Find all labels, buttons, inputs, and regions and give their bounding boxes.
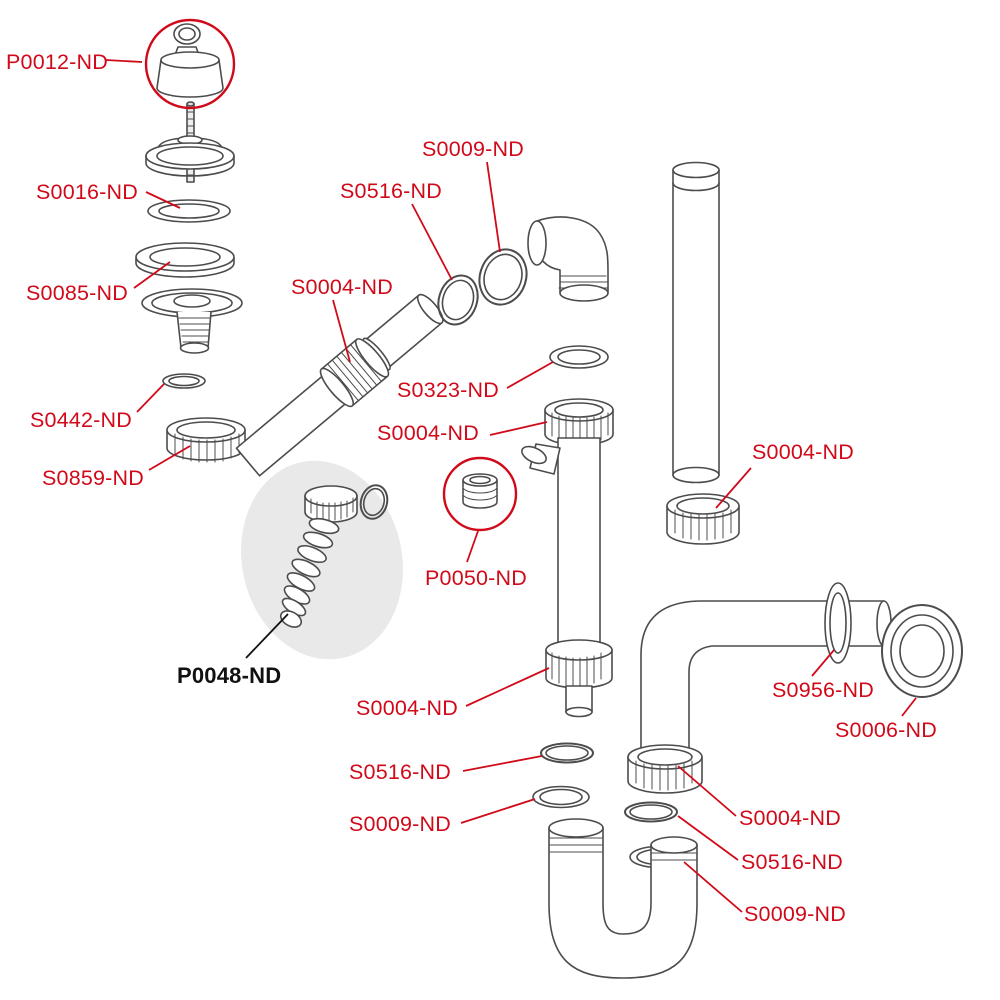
- nut-s0004-standpipe-top: [544, 398, 614, 446]
- part-label-s0009-nd-2: S0009-ND: [349, 812, 451, 836]
- highlight-circle-p0012: [144, 18, 236, 110]
- leader-s0009-right: [683, 861, 743, 913]
- o-ring-s0516-right: [624, 801, 678, 823]
- part-label-s0004-nd-1: S0004-ND: [291, 275, 393, 299]
- part-label-p0012-nd: P0012-ND: [6, 50, 108, 74]
- flexi-elbow-nut: [304, 485, 358, 523]
- flexi-elbow-p0048: [279, 484, 389, 628]
- leader-s0004-wall-elbow: [677, 765, 737, 817]
- nut-s0859: [166, 417, 246, 463]
- ring-s0442: [162, 373, 206, 389]
- o-ring-s0516-top: [437, 274, 479, 326]
- part-label-p0050-nd: P0050-ND: [425, 566, 527, 590]
- corrugated-hose: [279, 517, 340, 628]
- leader-s0085: [133, 261, 171, 289]
- ring-s0009-top: [478, 248, 528, 306]
- leader-s0323: [506, 361, 554, 389]
- part-label-s0004-nd-4: S0004-ND: [356, 696, 458, 720]
- elbow-connector: [527, 216, 609, 302]
- u-bend-trap: [548, 818, 698, 979]
- part-label-s0516-nd-2: S0516-ND: [349, 760, 451, 784]
- leader-s0956: [811, 649, 835, 677]
- leader-s0004-inlet: [332, 299, 351, 363]
- part-label-s0859-nd: S0859-ND: [42, 466, 144, 490]
- part-label-s0016-nd: S0016-ND: [36, 180, 138, 204]
- rosette-s0006: [881, 604, 963, 698]
- leader-p0050: [466, 530, 479, 563]
- sink-plug: [156, 23, 224, 98]
- part-label-s0004-nd-3: S0004-ND: [752, 440, 854, 464]
- leader-p0048: [245, 613, 289, 659]
- connector-p0050: [462, 473, 498, 509]
- ring-s0009-mid: [532, 785, 590, 809]
- standpipe: [521, 398, 614, 718]
- drain-body: [141, 288, 243, 354]
- leader-s0009-mid: [460, 798, 536, 824]
- part-label-s0004-nd-5: S0004-ND: [739, 806, 841, 830]
- ring-s0323: [549, 345, 609, 369]
- nut-s0004-tall-tube: [666, 493, 740, 545]
- leader-s0004-standpipe-bottom: [465, 667, 550, 707]
- standpipe-side-port: [521, 443, 561, 475]
- leader-s0516-mid: [462, 755, 543, 772]
- leader-s0859: [148, 445, 191, 471]
- part-label-s0956-nd: S0956-ND: [772, 678, 874, 702]
- nut-s0004-wall-elbow: [627, 744, 703, 794]
- washer-s0016: [147, 199, 231, 223]
- part-label-s0004-nd-2: S0004-ND: [377, 421, 479, 445]
- part-label-s0442-nd: S0442-ND: [30, 408, 132, 432]
- leader-s0016: [145, 191, 181, 209]
- inlet-pipe: [235, 293, 444, 477]
- o-ring-s0516-mid: [540, 742, 594, 764]
- strainer-flange: [145, 135, 235, 177]
- leader-s0004-standpipe-top: [489, 421, 548, 436]
- part-label-s0323-nd: S0323-ND: [397, 378, 499, 402]
- flange-s0956: [824, 582, 852, 664]
- tall-tube: [672, 161, 720, 484]
- leader-s0006: [901, 697, 917, 717]
- highlight-circle-p0050: [442, 456, 518, 532]
- part-label-s0009-nd-1: S0009-ND: [422, 137, 524, 161]
- nut-s0004-inlet-pipe: [319, 338, 390, 408]
- part-label-s0516-nd-3: S0516-ND: [741, 850, 843, 874]
- leader-p0012: [105, 59, 143, 63]
- leader-s0009-top: [486, 161, 501, 253]
- part-label-s0085-nd: S0085-ND: [26, 281, 128, 305]
- part-label-s0516-nd-1: S0516-ND: [340, 179, 442, 203]
- leader-s0516-right: [677, 815, 739, 861]
- gasket-s0085: [135, 242, 235, 278]
- leader-s0516-top: [411, 203, 453, 281]
- part-label-s0009-nd-3: S0009-ND: [744, 902, 846, 926]
- leader-lines: [105, 59, 917, 913]
- flexi-elbow-seal-ring: [359, 484, 389, 520]
- leader-s0442: [136, 383, 165, 413]
- leader-s0004-tall-tube: [715, 467, 752, 509]
- part-label-s0006-nd: S0006-ND: [835, 718, 937, 742]
- part-label-p0048-nd: P0048-ND: [177, 663, 282, 688]
